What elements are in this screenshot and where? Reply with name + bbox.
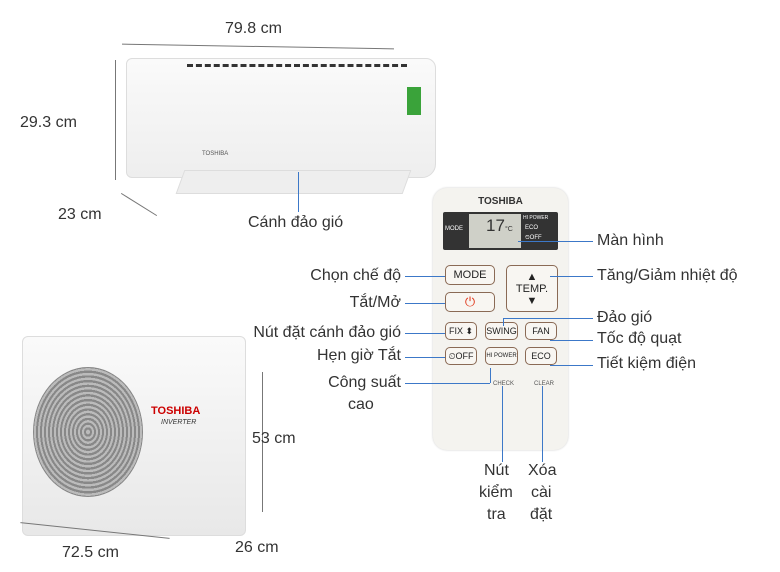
eco-button[interactable]: ECO: [525, 347, 557, 365]
indoor-depth-label: 23 cm: [58, 206, 102, 223]
clear-label-3: đặt: [530, 506, 553, 523]
energy-label: [407, 87, 421, 115]
width-arrow: [122, 43, 394, 50]
swing-label: Đảo gió: [597, 309, 653, 326]
screen-hipower: HI POWER: [523, 215, 549, 221]
eco-label: Tiết kiệm điện: [597, 355, 696, 372]
indoor-brand: TOSHIBA: [202, 151, 229, 157]
air-vents: [187, 64, 407, 71]
screen-line: [518, 241, 593, 242]
check-label-3: tra: [487, 506, 506, 523]
screen-label: Màn hình: [597, 232, 664, 249]
check-line: [502, 386, 503, 462]
off-timer-button[interactable]: ⏲OFF: [445, 347, 477, 365]
outdoor-depth-label: 26 cm: [235, 539, 279, 556]
indoor-height-label: 29.3 cm: [20, 114, 77, 131]
hipower-label-1: Công suất: [328, 374, 401, 391]
hipower-label-2: cao: [348, 396, 374, 413]
clear-button[interactable]: CLEAR: [534, 381, 555, 387]
swing-line-v: [503, 318, 504, 326]
fix-line: [405, 333, 445, 334]
depth-arrow: [120, 192, 158, 217]
clear-line: [542, 386, 543, 462]
screen-eco: ECO: [525, 225, 539, 231]
screen-mode: MODE: [445, 226, 463, 232]
swing-line: [503, 318, 593, 319]
inverter-badge: INVERTER: [161, 419, 197, 426]
screen-off: ⏲OFF: [525, 235, 542, 241]
hipower-line-v: [490, 368, 491, 383]
outdoor-width-label: 72.5 cm: [62, 544, 119, 561]
outdoor-brand: TOSHIBA: [151, 405, 201, 417]
check-label-1: Nút: [484, 462, 509, 479]
temp-line: [550, 276, 593, 277]
mode-label: Chọn chế độ: [310, 267, 401, 284]
height-arrow: [115, 60, 116, 180]
off-line: [405, 357, 445, 358]
check-button[interactable]: CHECK: [493, 381, 515, 387]
power-button[interactable]: ⏻: [445, 292, 495, 312]
down-arrow-icon: ▼: [526, 294, 538, 307]
remote-brand: TOSHIBA: [478, 196, 523, 207]
remote-control: TOSHIBA MODE 17 °C HI POWER ECO ⏲OFF MOD…: [433, 188, 568, 450]
indoor-unit: TOSHIBA: [126, 58, 436, 178]
louver-callout-line: [298, 172, 299, 212]
mode-line: [405, 276, 445, 277]
lcd: 17 °C: [469, 214, 521, 248]
outdoor-height-label: 53 cm: [252, 430, 296, 447]
clear-label-1: Xóa: [528, 462, 557, 479]
swing-button[interactable]: SWING: [485, 322, 518, 340]
fan-label: Tốc độ quạt: [597, 330, 682, 347]
remote-screen: MODE 17 °C HI POWER ECO ⏲OFF: [443, 212, 558, 250]
temp-label: Tăng/Giảm nhiệt độ: [597, 267, 738, 284]
screen-unit: °C: [505, 226, 513, 233]
screen-temp: 17: [486, 216, 505, 235]
outdoor-unit: TOSHIBA INVERTER: [22, 336, 246, 536]
fan-line: [550, 340, 593, 341]
louver-label: Cánh đảo gió: [248, 214, 344, 231]
fix-label: Nút đặt cánh đảo gió: [253, 324, 401, 341]
clear-label-2: cài: [531, 484, 552, 501]
temp-button[interactable]: ▲TEMP.▼: [506, 265, 558, 312]
check-label-2: kiểm: [479, 484, 513, 501]
power-line: [405, 303, 445, 304]
outdoor-height-arrow: [262, 372, 263, 512]
louver: [175, 170, 412, 194]
hipower-line: [405, 383, 490, 384]
fan-grille: [33, 367, 143, 497]
hipower-button[interactable]: HI POWER: [485, 347, 518, 365]
indoor-width-label: 79.8 cm: [225, 20, 282, 37]
power-label: Tắt/Mở: [349, 294, 401, 311]
temp-label: TEMP.: [515, 282, 549, 295]
fix-button[interactable]: FIX ⬍: [445, 322, 477, 340]
fan-button[interactable]: FAN: [525, 322, 557, 340]
up-arrow-icon: ▲: [526, 270, 538, 283]
off-timer-label: Hẹn giờ Tắt: [316, 347, 401, 364]
eco-line: [550, 365, 593, 366]
mode-button[interactable]: MODE: [445, 265, 495, 285]
